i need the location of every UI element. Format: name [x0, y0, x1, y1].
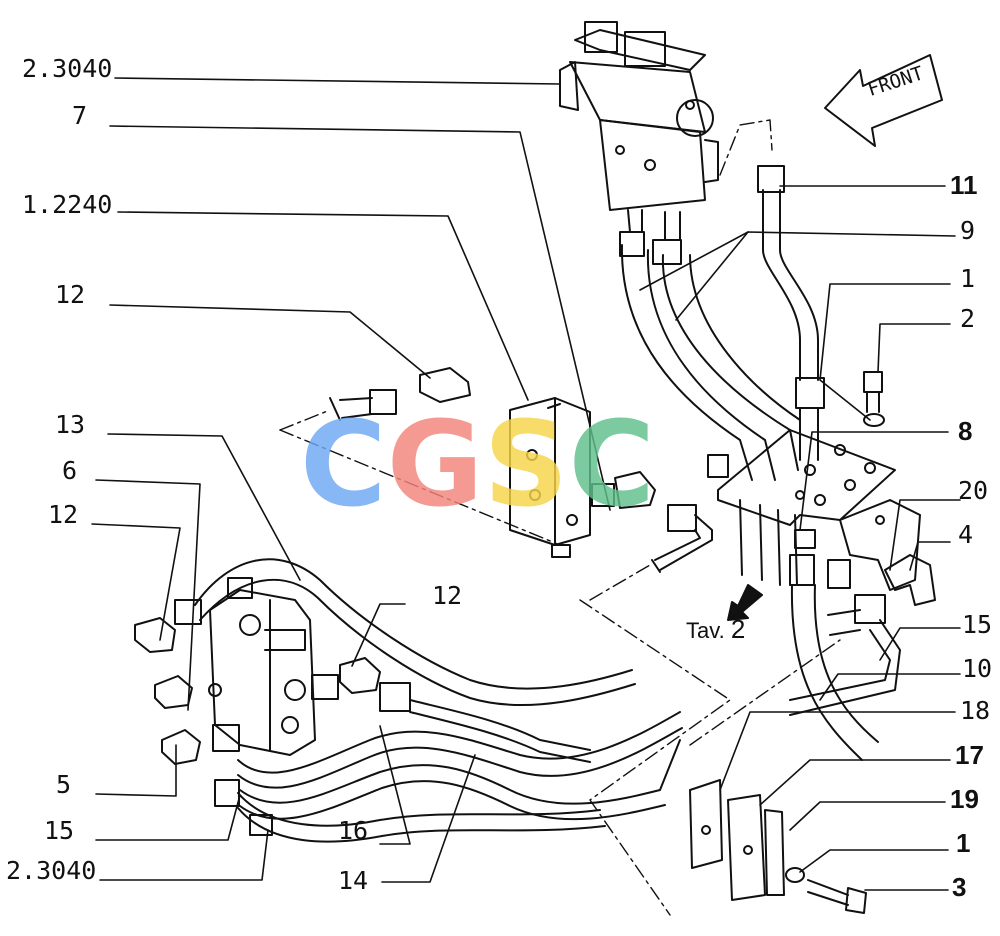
- label-1-bottom: 1: [956, 828, 971, 858]
- pipe-11: [757, 165, 825, 461]
- watermark-logo: C G S C: [300, 405, 655, 525]
- pump-body: [208, 577, 316, 756]
- manifold-block: [509, 397, 591, 558]
- tav-arrow: [727, 584, 763, 621]
- fitting-12-middle: [311, 657, 591, 763]
- hose-10: [789, 529, 879, 761]
- label-16: 16: [338, 816, 369, 845]
- label-17: 17: [955, 740, 984, 770]
- label-18: 18: [960, 696, 991, 725]
- mounting-plate-8: [707, 429, 896, 586]
- pipe-15-left: [237, 792, 606, 843]
- label-10: 10: [962, 654, 993, 683]
- label-3: 3: [952, 872, 967, 902]
- label-1-top: 1: [960, 264, 976, 293]
- label-20: 20: [958, 476, 989, 505]
- label-12-a: 12: [55, 280, 86, 309]
- label-2: 2: [960, 304, 976, 333]
- pipe-15-right: [789, 559, 901, 716]
- label-7: 7: [72, 101, 88, 130]
- left-fittings: [134, 599, 273, 836]
- hoses-9: [619, 231, 801, 481]
- label-11: 11: [950, 170, 978, 200]
- label-14: 14: [338, 866, 369, 895]
- label-6: 6: [62, 456, 78, 485]
- pipe-13: [194, 558, 636, 707]
- watermark-letter-c2: C: [568, 395, 656, 533]
- bolt-2: [863, 371, 885, 427]
- label-4: 4: [958, 520, 974, 549]
- label-2-3040-top: 2.3040: [22, 54, 113, 83]
- front-arrow: [824, 54, 943, 147]
- label-15-left: 15: [44, 816, 75, 845]
- watermark-letter-c1: C: [300, 395, 387, 533]
- fitting-7: [591, 471, 713, 573]
- reference-lines: [279, 119, 841, 916]
- leader-lines: [91, 77, 961, 891]
- clamps: [689, 779, 785, 901]
- pipe-16: [237, 711, 683, 789]
- elbow-fitting-4: [884, 554, 936, 606]
- watermark-letter-g: G: [386, 395, 484, 533]
- label-5: 5: [56, 770, 72, 799]
- label-13: 13: [55, 410, 86, 439]
- label-9: 9: [960, 216, 976, 245]
- bracket-20: [839, 499, 921, 591]
- label-2-3040-bottom: 2.3040: [6, 856, 97, 885]
- control-valve-block: [559, 21, 719, 241]
- fitting-12-upper: [329, 367, 471, 421]
- tav-number: 2: [730, 614, 746, 644]
- label-8: 8: [958, 416, 973, 446]
- watermark-letter-s: S: [483, 395, 569, 533]
- tav-label: Tav. 2: [686, 614, 745, 645]
- label-12-c: 12: [432, 581, 463, 610]
- pipe-14: [239, 739, 681, 821]
- label-19: 19: [950, 784, 979, 814]
- bolt-3: [785, 867, 867, 914]
- label-15-right: 15: [962, 610, 993, 639]
- tav-text: Tav.: [686, 618, 725, 643]
- label-1-2240: 1.2240: [22, 190, 113, 219]
- label-12-b: 12: [48, 500, 79, 529]
